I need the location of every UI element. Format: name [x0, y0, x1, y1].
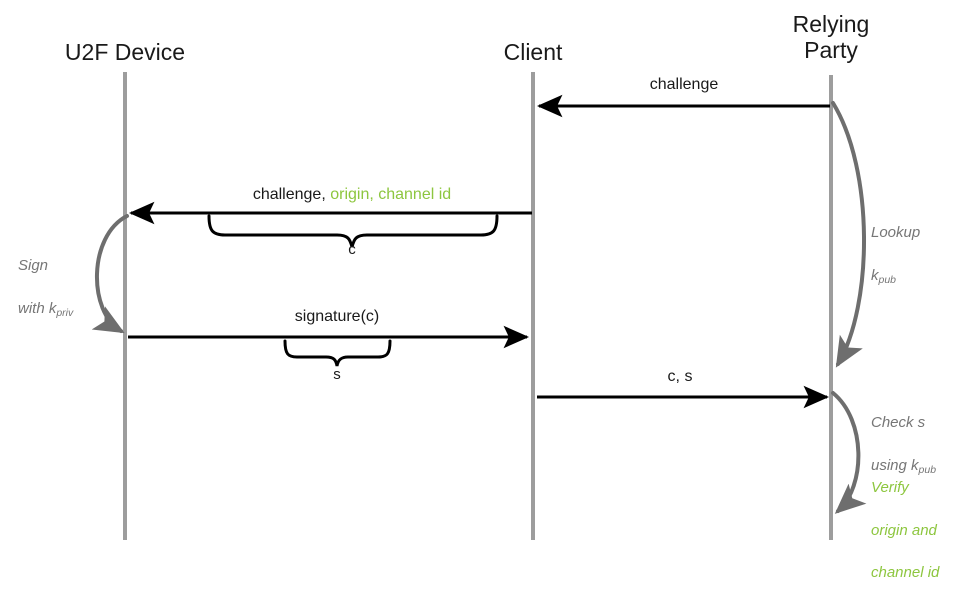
note-sign-line2: with kpriv	[18, 298, 73, 319]
message-arrow-group	[128, 94, 830, 409]
lifeline-group	[123, 72, 833, 540]
note-check-line2: using kpub	[871, 455, 936, 476]
message-label-challenge-part: challenge,	[252, 186, 326, 203]
brace-s	[283, 339, 392, 367]
self-loop-rp-lookup	[831, 101, 866, 368]
note-verify-origin-channel-id: Verify origin and channel id	[871, 456, 939, 605]
note-lookup-kpub: Lookup kpub	[871, 201, 920, 307]
note-check-line1: Check s	[871, 414, 926, 432]
note-lookup-line1: Lookup	[871, 224, 921, 242]
sequence-diagram-canvas: U2F Device Client Relying Party challeng…	[18, 11, 940, 582]
self-loop-rp-check	[831, 391, 867, 514]
diagram-vector-layer	[91, 72, 867, 540]
note-check-line2-subscript: pub	[918, 463, 937, 476]
note-check-s-using-kpub: Check s using kpub	[871, 391, 936, 497]
actor-label-relying-party: Relying Party	[792, 11, 870, 63]
brace-label-c: c	[348, 241, 356, 258]
self-loop-u2f-sign	[91, 214, 129, 334]
brace-group	[207, 214, 499, 367]
brace-label-s: s	[333, 366, 341, 383]
note-sign-with-kpriv: Sign with kpriv	[18, 234, 73, 340]
message-label-c-s: c, s	[667, 368, 693, 385]
note-lookup-line2: kpub	[871, 265, 920, 286]
note-sign-line2-text: with k	[18, 299, 57, 317]
actor-label-client: Client	[503, 39, 563, 65]
actor-label-u2f-device: U2F Device	[64, 39, 186, 65]
message-label-challenge-origin-channel: challenge, origin, channel id	[253, 186, 451, 204]
note-verify-line1: Verify	[871, 479, 909, 497]
note-sign-line2-subscript: priv	[56, 306, 74, 319]
message-label-origin-channel-part: origin, channel id	[325, 186, 452, 203]
note-check-line2-text: using k	[871, 456, 919, 474]
note-lookup-line2-subscript: pub	[878, 273, 897, 286]
note-lookup-line2-text: k	[871, 266, 879, 284]
note-verify-line2: origin and	[871, 521, 937, 539]
note-sign-line1: Sign	[18, 257, 49, 275]
message-label-signature: signature(c)	[294, 308, 380, 325]
self-loop-group	[91, 101, 867, 514]
brace-c	[207, 214, 499, 248]
message-label-challenge: challenge	[649, 76, 719, 93]
note-verify-line3: channel id	[871, 564, 940, 582]
